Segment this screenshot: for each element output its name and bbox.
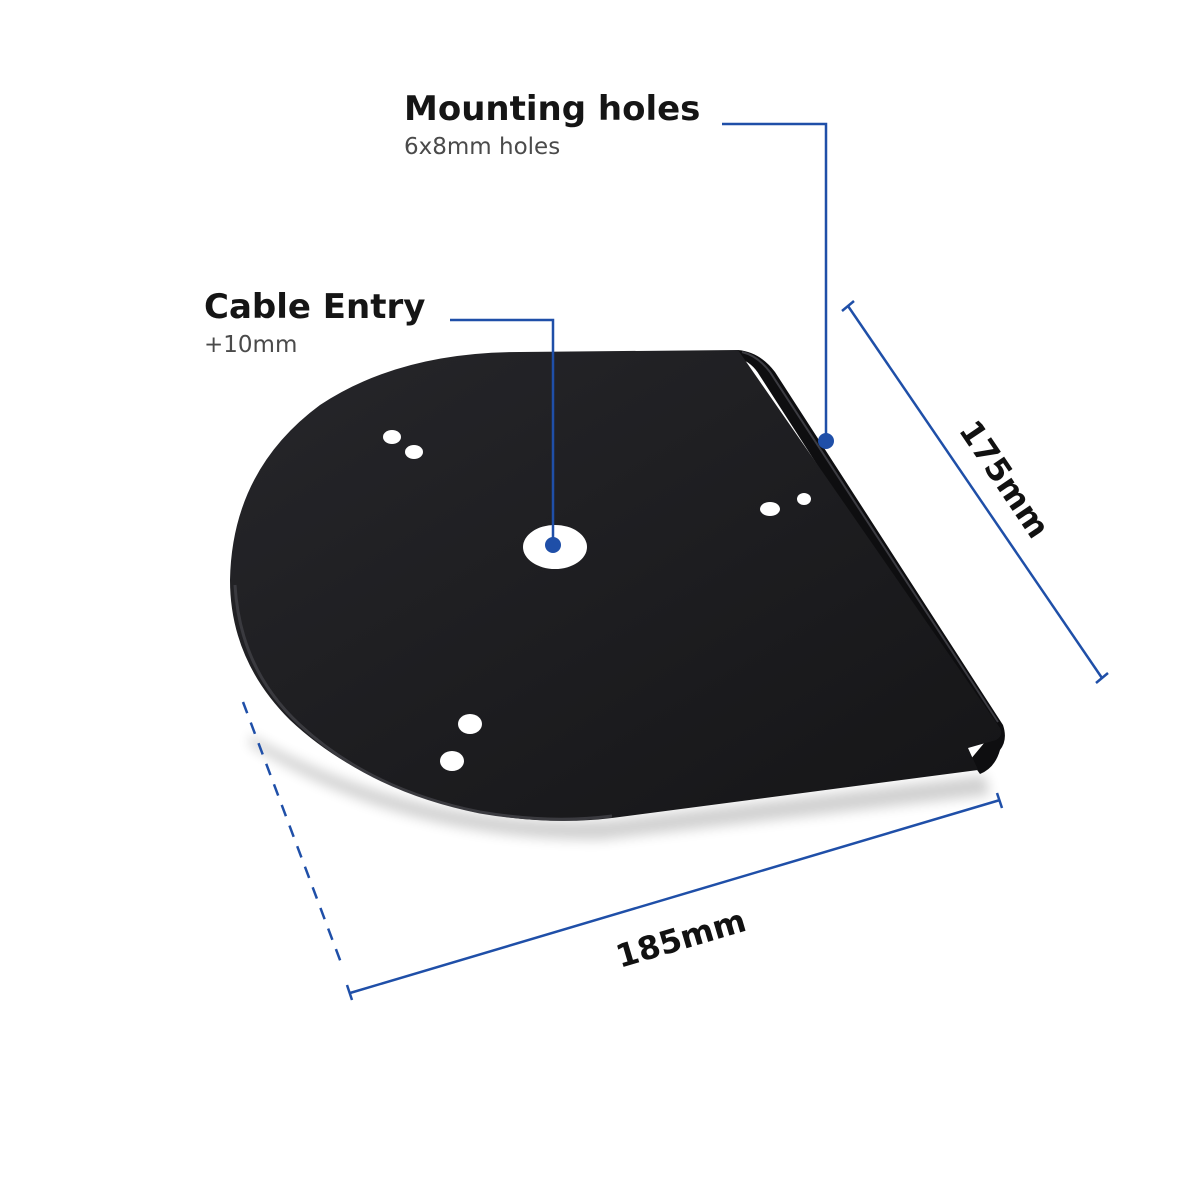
mounting-hole [458, 714, 482, 734]
plate-edge-highlight [233, 584, 613, 821]
cable-entry-marker [545, 537, 561, 553]
mounting-holes-callout: Mounting holes 6x8mm holes [404, 89, 834, 449]
lip-highlight [741, 351, 999, 723]
mounting-plate [230, 350, 1002, 821]
width-dimension-tick-right [995, 792, 1004, 809]
mounting-holes-leader [722, 122, 828, 440]
depth-dimension-line [846, 305, 1104, 679]
mounting-holes-title: Mounting holes [404, 89, 700, 129]
mounting-holes-subtitle: 6x8mm holes [404, 134, 560, 160]
mounting-hole [440, 751, 464, 771]
depth-dimension-tick-bottom [1095, 672, 1109, 684]
mounting-hole [383, 430, 401, 444]
width-dimension-extension [241, 701, 345, 969]
mounting-hole [760, 502, 780, 516]
width-dimension-label: 185mm [611, 901, 750, 975]
cable-entry-title: Cable Entry [204, 287, 425, 327]
mounting-holes-marker [818, 433, 834, 449]
cable-entry-leader [450, 318, 555, 542]
cable-entry-callout: Cable Entry +10mm [204, 287, 561, 553]
plate-shadow [250, 735, 990, 840]
mounting-hole [797, 493, 811, 505]
depth-dimension-tick-top [841, 300, 855, 312]
width-dimension-line [349, 798, 1001, 995]
cable-entry-subtitle: +10mm [204, 332, 297, 358]
width-dimension-tick-left [345, 984, 354, 1001]
mounting-hole [405, 445, 423, 459]
